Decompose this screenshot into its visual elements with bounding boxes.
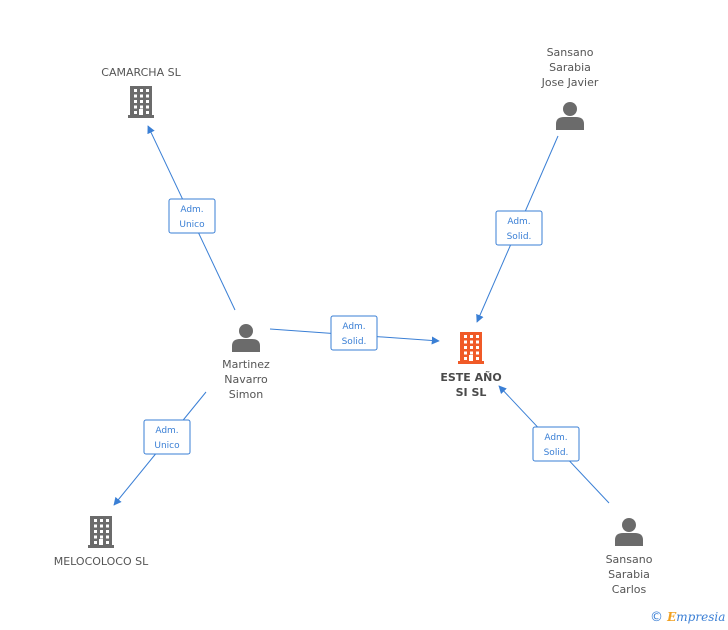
edge-label-text: Adm. [342, 322, 365, 332]
node-este_ano[interactable]: ESTE AÑO SI SL [440, 332, 502, 399]
edge-sansano_jose-este_ano: Adm. Solid. [476, 135, 559, 323]
node-label: ESTE AÑO [440, 371, 501, 384]
edge-label-box[interactable] [532, 426, 580, 462]
node-camarcha[interactable]: CAMARCHA SL [101, 66, 182, 118]
edge-martinez-melocoloco: Adm. Unico [113, 391, 207, 506]
edge-label-box[interactable] [330, 315, 378, 351]
node-label: Sansano [606, 553, 653, 566]
node-label: Sansano [547, 46, 594, 59]
edge-martinez-este_ano: Adm. Solid. [269, 315, 440, 351]
node-label: Jose Javier [541, 76, 599, 89]
edge-label-box[interactable] [495, 210, 543, 246]
edge-label-text: Solid. [544, 448, 569, 458]
edge-label-text: Solid. [342, 337, 367, 347]
brand-logo: Empresia [667, 610, 726, 624]
building-icon [88, 516, 114, 548]
edge-label-text: Adm. [155, 426, 178, 436]
node-label: Martinez [222, 358, 270, 371]
node-label: CAMARCHA SL [101, 66, 181, 79]
edge-sansano_carlos-este_ano: Adm. Solid. [498, 385, 610, 504]
person-icon [232, 324, 260, 352]
node-melocoloco[interactable]: MELOCOLOCO SL [54, 516, 149, 568]
edge-label-text: Solid. [507, 232, 532, 242]
person-icon [615, 518, 643, 546]
node-label: MELOCOLOCO SL [54, 555, 149, 568]
edge-label-text: Adm. [180, 205, 203, 215]
edge-martinez-camarcha: Adm. Unico [147, 125, 236, 311]
copyright-icon: © [650, 610, 663, 625]
person-icon [556, 102, 584, 130]
edge-label-box[interactable] [168, 198, 216, 234]
building-icon [128, 86, 154, 118]
edge-label-box[interactable] [143, 419, 191, 455]
node-label: Navarro [224, 373, 268, 386]
edge-label-text: Unico [179, 220, 205, 230]
node-label: Sarabia [549, 61, 591, 74]
edge-label-text: Adm. [544, 433, 567, 443]
footer-brand: © Empresia [650, 610, 725, 625]
node-label: Sarabia [608, 568, 650, 581]
node-label: Simon [229, 388, 263, 401]
edge-label-text: Adm. [507, 217, 530, 227]
node-label: Carlos [612, 583, 647, 596]
edge-label-text: Unico [154, 441, 180, 451]
building-icon [458, 332, 484, 364]
node-label: SI SL [456, 386, 487, 399]
